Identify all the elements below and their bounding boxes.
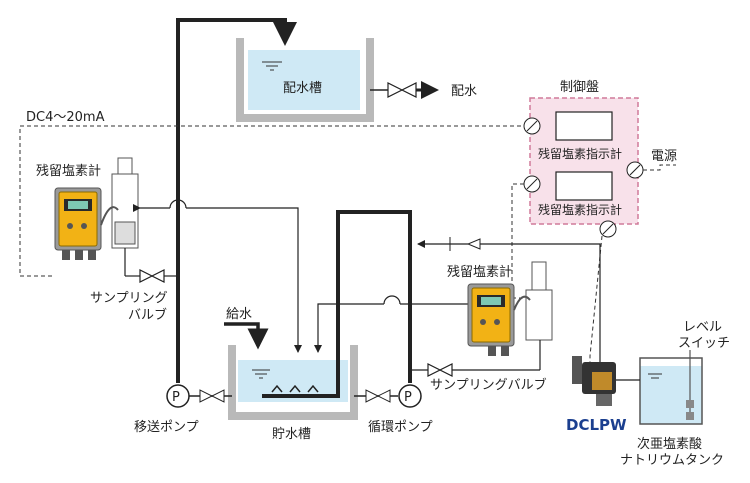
control-panel: 制御盤 残留塩素指示計 残留塩素指示計 電源 [523, 80, 677, 238]
return-line-right [314, 295, 473, 353]
circulation-inlet-pipe [262, 210, 412, 398]
pump-valve-icon [199, 389, 225, 403]
power-label: 電源 [651, 149, 677, 164]
signal-label: DC4～20mA [26, 110, 105, 125]
hypo-tank-label-2: ナトリウムタンク [620, 453, 724, 468]
hypochlorite-tank: レベル スイッチ 次亜塩素酸 ナトリウムタンク [616, 320, 730, 468]
water-supply-pipe: 給水 [224, 307, 269, 350]
level-switch-label-2: スイッチ [678, 336, 730, 351]
indicator-1-display [555, 111, 613, 141]
sampling-valve-right-label: サンプリングバルブ [430, 377, 547, 393]
sampling-line-right: サンプリングバルブ [410, 363, 547, 393]
terminal-icon [599, 220, 617, 238]
analyzer-right-label: 残留塩素計 [447, 264, 512, 280]
indicator-2-label: 残留塩素指示計 [538, 202, 622, 217]
return-line-left [133, 199, 302, 353]
dosing-pump-label: DCLPW [566, 416, 627, 434]
terminal-icon [626, 161, 644, 179]
circulation-pump-label: 循環ポンプ [368, 420, 433, 435]
circulation-pump: P 循環ポンプ [354, 384, 433, 435]
terminal-icon [523, 175, 541, 193]
analyzer-left: 残留塩素計 [36, 157, 139, 276]
indicator-2-display [555, 171, 613, 201]
distribution-tank-label: 配水槽 [283, 81, 322, 96]
storage-tank: 貯水槽 [228, 345, 358, 442]
sampling-line-left: サンプリング バルブ [90, 269, 178, 323]
transfer-pump: P 移送ポンプ [134, 384, 232, 435]
distribution-water-label: 配水 [451, 84, 477, 99]
control-panel-label: 制御盤 [560, 80, 599, 95]
pump-symbol: P [172, 390, 180, 405]
analyzer-right: 残留塩素計 [447, 261, 553, 370]
indicator-1-label: 残留塩素指示計 [538, 146, 622, 161]
distribution-tank: 配水槽 [236, 38, 374, 122]
water-supply-label: 給水 [226, 307, 252, 322]
level-switch-label-1: レベル [683, 320, 722, 335]
hypo-tank-label-1: 次亜塩素酸 [637, 436, 702, 452]
sampling-valve-left-label-1: サンプリング [90, 291, 168, 306]
transfer-pump-label: 移送ポンプ [134, 420, 199, 435]
analyzer-left-label: 残留塩素計 [36, 163, 101, 179]
outlet-valve-icon [387, 82, 417, 98]
terminal-icon [523, 117, 541, 135]
pump-valve-icon [365, 389, 391, 403]
signal-line: DC4～20mA [19, 110, 528, 277]
transfer-pipe [176, 18, 297, 383]
sampling-valve-left-label-2: バルブ [128, 307, 167, 323]
pump-icon [398, 384, 422, 408]
pump-symbol: P [404, 390, 412, 405]
storage-tank-label: 貯水槽 [272, 427, 311, 442]
sampling-valve-right-icon [427, 363, 453, 377]
pump-icon [166, 384, 190, 408]
sampling-valve-left-icon [139, 269, 165, 283]
dosing-pump: DCLPW [566, 356, 627, 434]
distribution-outlet-pipe: 配水 [370, 81, 477, 99]
check-valve-icon [466, 238, 481, 250]
